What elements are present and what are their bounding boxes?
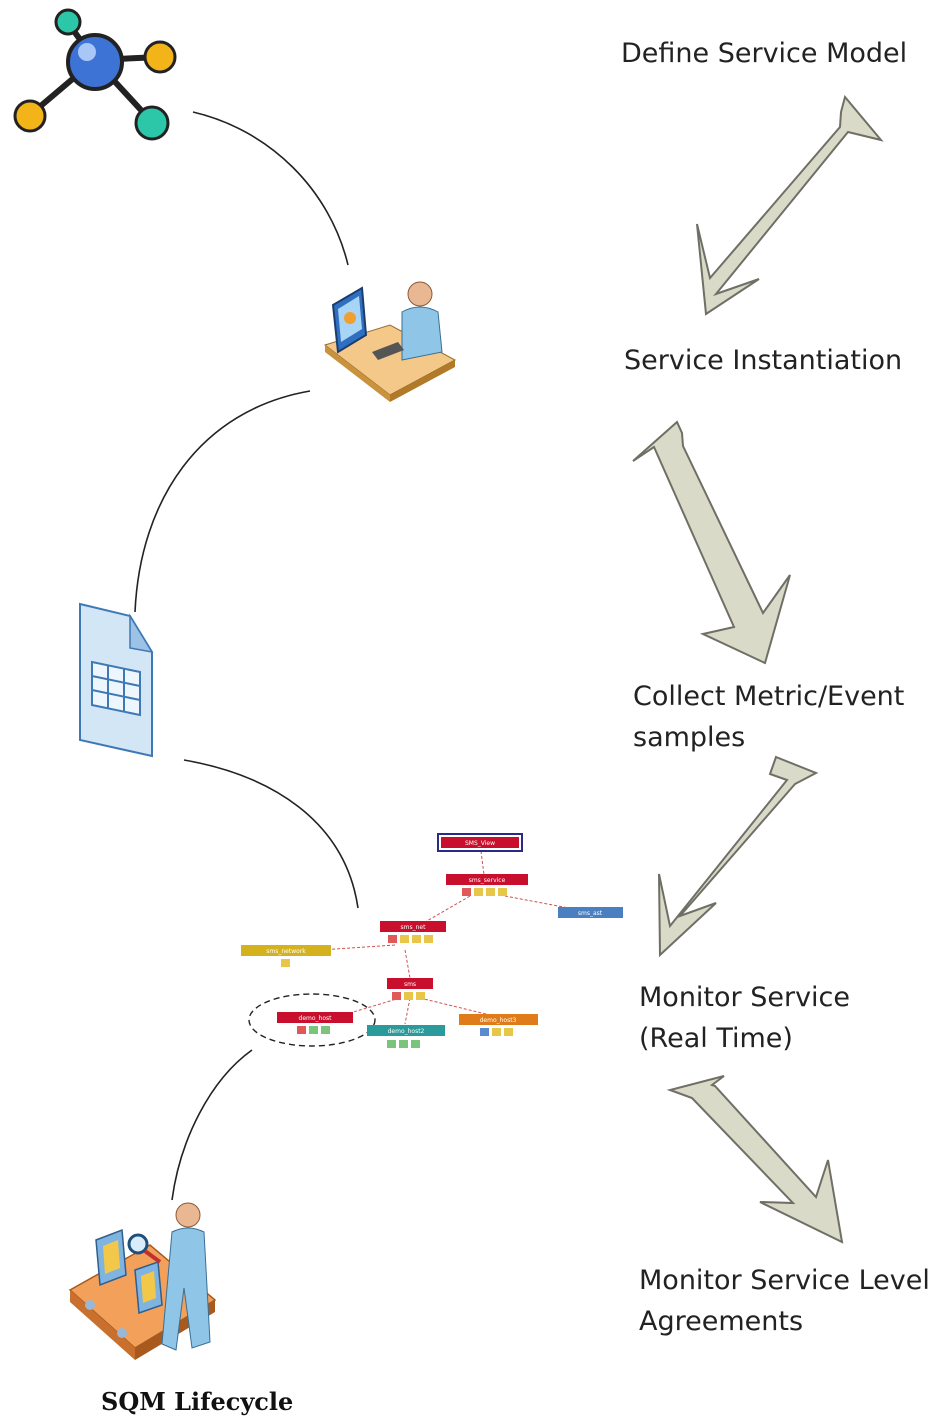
flow-arrow-2	[632, 420, 791, 665]
flow-arrow-3	[658, 755, 819, 958]
flow-arrow-1	[696, 94, 884, 316]
tree-node-demo-host3: demo_host3	[459, 1014, 538, 1036]
svg-text:sms_network: sms_network	[266, 948, 306, 955]
tree-node-sms-service: sms_service	[446, 874, 528, 896]
connector-curve-1	[192, 111, 349, 266]
tree-node-sms: sms	[387, 978, 433, 1000]
service-tree-graph: SMS_View sms_service sms_ast sms_net sms…	[241, 833, 623, 1048]
figure-caption: SQM Lifecycle	[101, 1387, 294, 1416]
svg-text:demo_host3: demo_host3	[480, 1017, 517, 1024]
svg-text:sms_service: sms_service	[469, 877, 506, 884]
svg-text:demo_host2: demo_host2	[388, 1028, 425, 1035]
tree-node-demo-host2: demo_host2	[367, 1025, 445, 1048]
tree-node-demo-host: demo_host	[277, 1012, 353, 1034]
step-monitor-service: Monitor Service (Real Time)	[639, 982, 851, 1054]
tree-node-sms-net: sms_net	[380, 921, 446, 943]
connector-curve-3	[183, 759, 359, 909]
tree-node-sms-view: SMS_View	[437, 833, 523, 852]
svg-text:sms: sms	[404, 981, 416, 988]
connector-curve-4	[171, 1049, 253, 1201]
svg-text:demo_host: demo_host	[299, 1015, 333, 1022]
tree-node-sms-ast: sms_ast	[558, 907, 623, 918]
molecule-icon	[13, 8, 177, 141]
svg-text:sms_ast: sms_ast	[578, 910, 603, 917]
designer-at-desk-icon	[323, 281, 457, 402]
tree-node-sms-network: sms_network	[241, 945, 331, 967]
step-define-service-model: Define Service Model	[621, 38, 908, 69]
step-collect-samples: Collect Metric/Event samples	[633, 681, 905, 753]
step-monitor-sla: Monitor Service Level Agreements	[639, 1265, 930, 1337]
connector-curve-2	[134, 390, 311, 613]
inspector-conveyor-icon	[68, 1202, 217, 1360]
svg-text:SMS_View: SMS_View	[465, 840, 495, 847]
flow-arrow-4	[666, 1075, 844, 1244]
svg-text:sms_net: sms_net	[401, 924, 427, 931]
step-service-instantiation: Service Instantiation	[624, 345, 903, 376]
spreadsheet-document-icon	[79, 602, 154, 758]
